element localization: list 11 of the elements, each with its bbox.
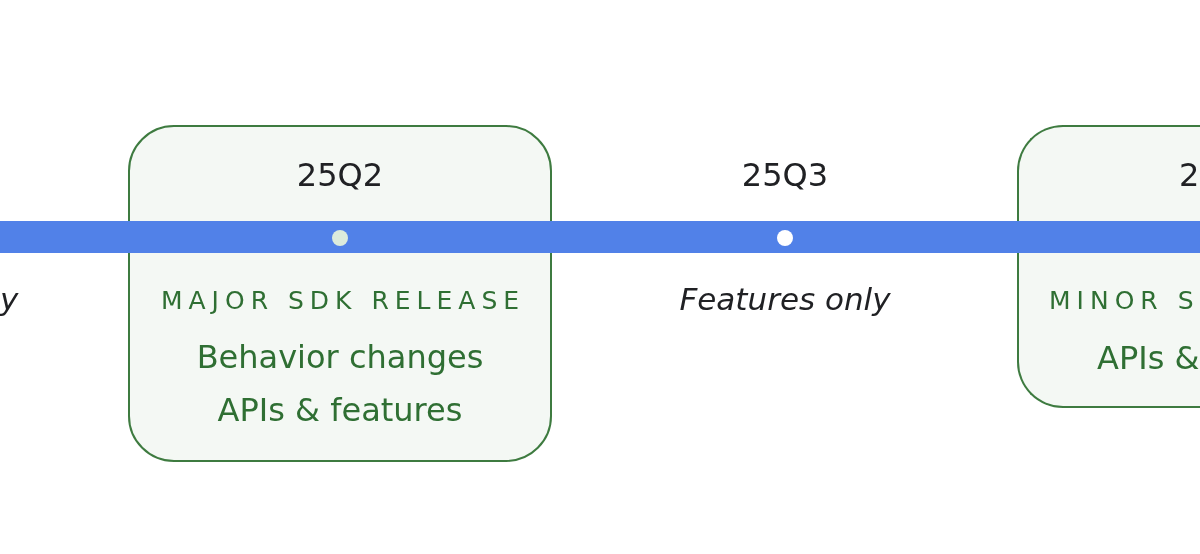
release-card xyxy=(128,125,552,462)
quarter-label: 25Q3 xyxy=(741,156,829,194)
release-type-heading: MAJOR SDK RELEASE xyxy=(160,286,526,316)
quarter-label: 25Q2 xyxy=(296,156,384,194)
description-text: y xyxy=(0,282,19,318)
quarter-label: 2 xyxy=(1179,156,1200,194)
change-item: Behavior changes xyxy=(196,338,484,376)
change-item: APIs & features xyxy=(217,391,463,429)
description-text: Features only xyxy=(679,282,891,318)
release-type-heading: MINOR S xyxy=(1049,286,1200,316)
change-item: APIs & xyxy=(1097,339,1200,377)
